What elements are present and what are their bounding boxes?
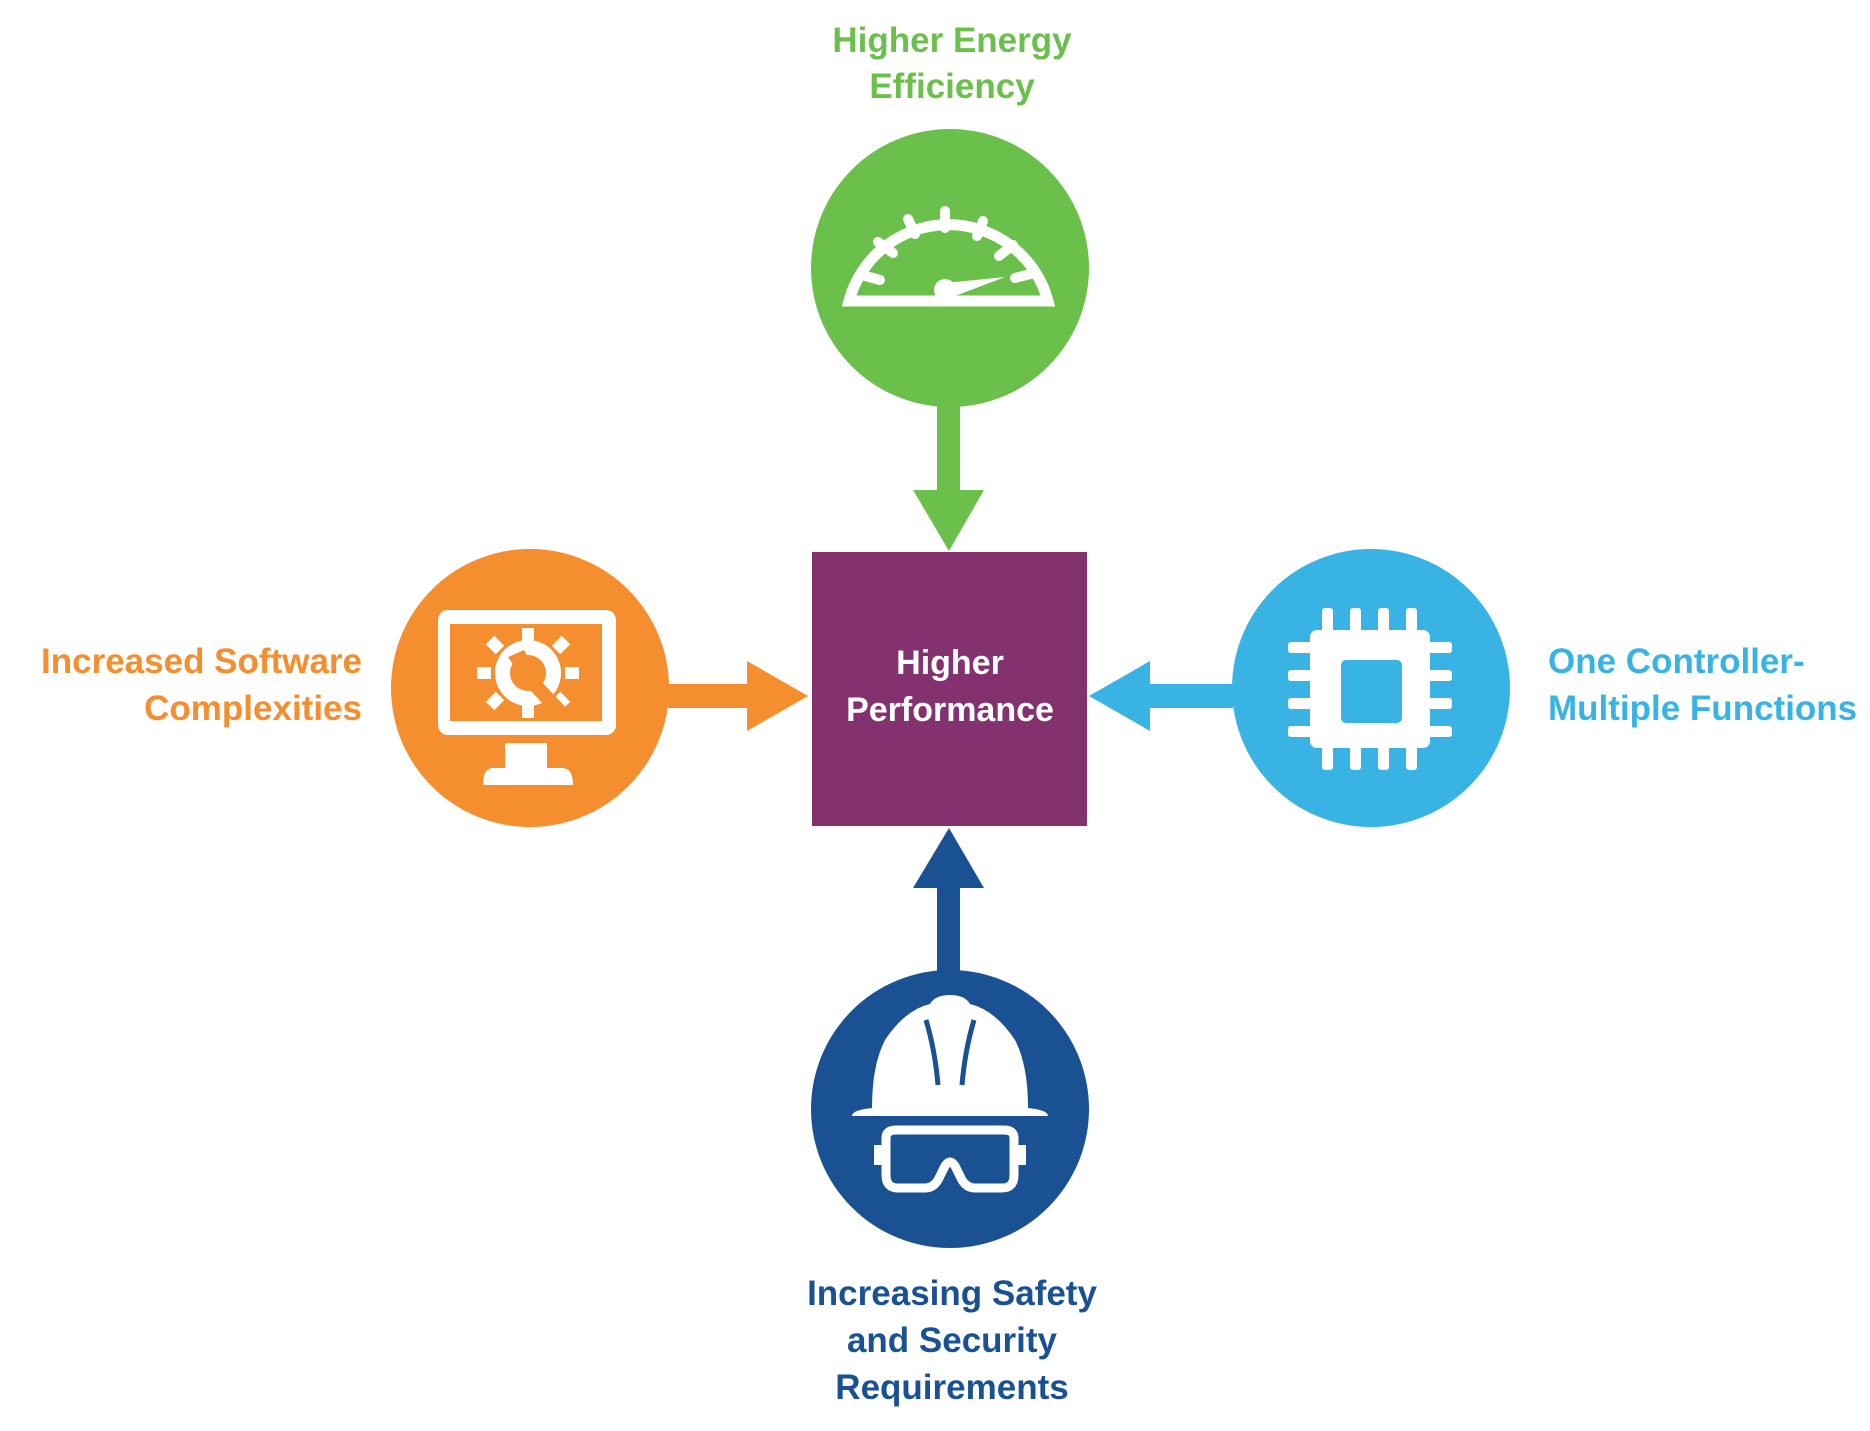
node-top: Higher Energy Efficiency — [811, 21, 1089, 551]
arrow-left-head — [747, 661, 808, 731]
monitor-gear-wrench-icon — [438, 610, 616, 785]
node-left-label-line1: Increased Software — [41, 642, 362, 681]
arrow-bottom-shaft — [937, 885, 960, 975]
arrow-right-head — [1089, 661, 1150, 731]
node-bottom: Increasing Safety and Security Requireme… — [807, 828, 1097, 1407]
arrow-top-head — [913, 490, 984, 551]
node-left-label-line2: Complexities — [144, 689, 362, 728]
center-label-line1: Higher — [896, 644, 1004, 682]
center-label-line2: Performance — [846, 691, 1054, 729]
arrow-bottom-head — [913, 828, 984, 888]
arrow-left-shaft — [668, 684, 748, 708]
center-node: Higher Performance — [812, 552, 1087, 826]
speedometer-icon — [841, 206, 1056, 307]
node-bottom-label-line3: Requirements — [835, 1368, 1068, 1407]
node-right-label-line2: Multiple Functions — [1548, 689, 1857, 728]
microchip-icon — [1288, 608, 1452, 770]
node-left: Increased Software Complexities — [41, 549, 808, 827]
node-top-label-line2: Efficiency — [869, 67, 1035, 106]
node-bottom-label-line1: Increasing Safety — [807, 1274, 1097, 1313]
node-bottom-label-line2: and Security — [847, 1321, 1058, 1360]
node-right-label-line1: One Controller- — [1548, 642, 1805, 681]
arrow-right-shaft — [1148, 684, 1233, 708]
hardhat-goggles-icon — [852, 995, 1048, 1193]
node-top-label-line1: Higher Energy — [832, 21, 1072, 60]
center-box — [812, 552, 1087, 826]
node-top-circle — [811, 129, 1089, 407]
arrow-top-shaft — [937, 405, 960, 493]
node-right: One Controller- Multiple Functions — [1089, 549, 1857, 827]
